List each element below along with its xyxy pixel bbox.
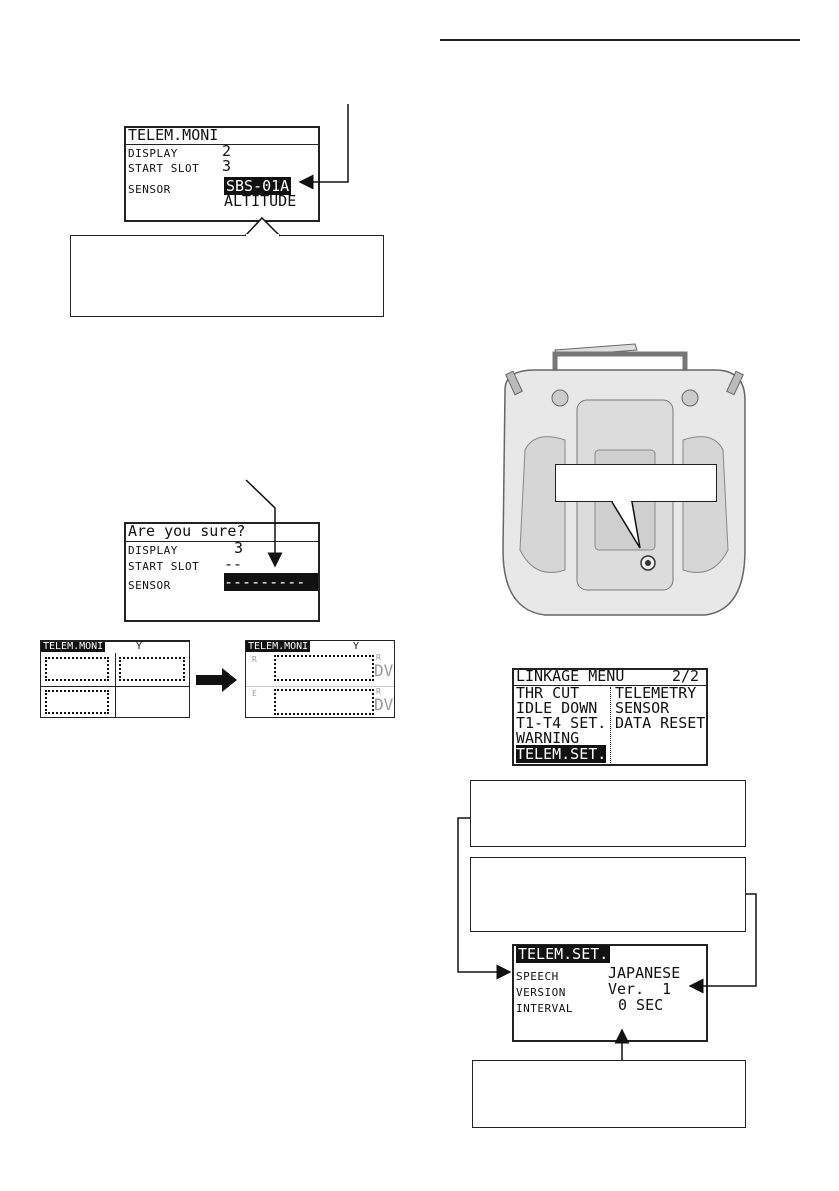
menu-item-telemetry[interactable]: TELEMETRY [615,684,697,702]
display-value: 3 [234,539,244,557]
menu-item-idle-down[interactable]: IDLE DOWN [516,699,598,717]
mini-grid-v [115,653,116,717]
menu-item-t1-t4-set[interactable]: T1-T4 SET. [516,714,607,732]
lcd-telem-set: TELEM.SET. SPEECH JAPANESE VERSION Ver. … [512,944,708,1042]
display-label: DISPLAY [128,147,178,160]
interval-label: INTERVAL [516,1002,573,1015]
section-rule [440,39,800,41]
menu-item-data-reset[interactable]: DATA RESET [615,714,706,732]
mini-grid-h [246,686,394,687]
lcd-telem-moni-screen: TELEM.MONI DISPLAY 2 START SLOT 3 SENSOR… [124,126,320,222]
display-value: 2 [222,142,232,160]
callout-box-sensor [70,235,384,317]
antenna-icon: Y [136,641,143,652]
start-slot-value: 3 [222,157,232,175]
menu-item-sensor[interactable]: SENSOR [615,699,670,717]
interval-value[interactable]: 0 SEC [618,996,664,1014]
callout-box-speech [470,780,746,847]
menu-item-thr-cut[interactable]: THR CUT [516,684,580,702]
version-value: Ver. 1 [608,980,672,998]
side-label-e: E [252,689,257,698]
menu-item-warning[interactable]: WARNING [516,729,580,747]
title-underline [126,144,318,145]
start-slot-label: START SLOT [128,162,200,175]
column-divider [610,687,611,763]
telem-set-title: TELEM.SET. [516,945,611,963]
callout-box-interval [472,1060,746,1128]
unit-r-1: R [376,653,381,662]
side-label-r: R [252,655,257,664]
dotted-slot-wide-1 [274,655,374,681]
callout-box-version [470,857,746,932]
mini-title-bar [41,641,189,642]
version-label: VERSION [516,986,566,999]
dotted-slot-3 [45,690,109,714]
unit-r-2: R [376,687,381,696]
start-slot-label: START SLOT [128,560,200,573]
mini-screen-after: TELEM.MONI Y R E R DV R DV [245,640,395,718]
callout-box-connector [555,464,717,502]
sensor-value-selected[interactable]: SBS-01A [224,177,292,195]
title-underline [514,685,706,686]
title-underline [126,541,318,542]
lcd-linkage-menu: LINKAGE MENU 2/2 THR CUT IDLE DOWN T1-T4… [512,667,708,766]
unit-dv-1: DV [374,661,394,680]
dotted-slot-1 [45,657,109,681]
confirm-title: Are you sure? [128,522,246,540]
sensor-label: SENSOR [128,579,171,592]
dotted-slot-wide-2 [274,689,374,715]
dotted-slot-2 [119,657,185,681]
menu-title: LINKAGE MENU [516,667,625,685]
speech-label: SPEECH [516,970,559,983]
unit-dv-2: DV [374,695,394,714]
sensor-value-cleared[interactable]: --------- [224,573,318,591]
display-label: DISPLAY [128,544,178,557]
menu-page: 2/2 [672,667,700,685]
sensor-type: ALTITUDE [224,192,297,210]
start-slot-value: -- [224,555,243,573]
speech-value[interactable]: JAPANESE [608,964,681,982]
lcd-confirm-screen: Are you sure? DISPLAY 3 START SLOT -- SE… [124,522,320,622]
mini-screen-before: TELEM.MONI Y [40,640,190,718]
menu-item-telem-set[interactable]: TELEM.SET. [516,745,607,763]
antenna-icon: Y [353,641,360,652]
sensor-label: SENSOR [128,183,171,196]
screen-title: TELEM.MONI [128,126,219,144]
mini-title: TELEM.MONI [41,641,106,652]
mini-title: TELEM.MONI [246,641,311,652]
